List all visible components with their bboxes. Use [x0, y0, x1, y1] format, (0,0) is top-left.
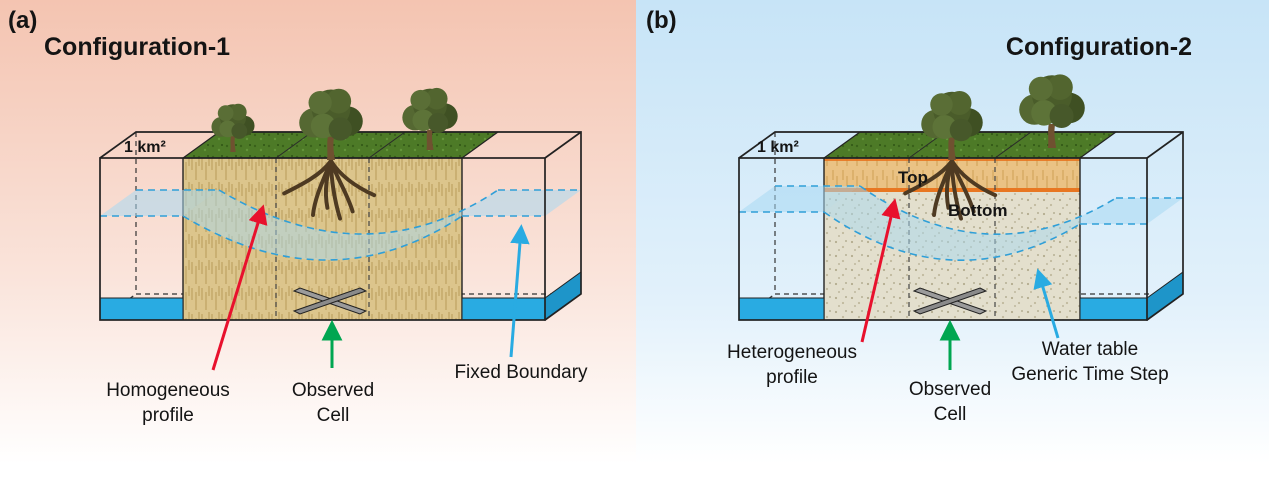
label-observed-cell-line1: Observed	[292, 380, 374, 401]
boundary-water-left	[738, 297, 825, 321]
water-plane-right	[462, 190, 581, 216]
label-heterogeneous-profile-line1: Heterogeneous	[727, 342, 857, 363]
arrow-water-table	[1033, 268, 1060, 339]
annotations-a	[211, 204, 530, 371]
boundary-water-left	[99, 297, 184, 321]
area-label-b: 1 km²	[757, 139, 799, 156]
panel-a: 1 km² Homogeneous profile Observed Cell …	[0, 0, 636, 504]
annotations-b	[860, 198, 1060, 370]
water-table-curve-front	[182, 215, 463, 261]
labels-a: Homogeneous profile Observed Cell Fixed …	[106, 362, 588, 426]
panel-b-marker: (b)	[646, 7, 677, 34]
label-observed-cell-line2: Cell	[934, 404, 967, 425]
label-observed-cell-line2: Cell	[317, 405, 350, 426]
label-homogeneous-profile-line2: profile	[142, 405, 194, 426]
panel-a-title: Configuration-1	[44, 33, 230, 61]
arrow-fixed-boundary	[509, 224, 530, 358]
water-plane-left	[100, 190, 219, 216]
layer-label-bottom: Bottom	[948, 201, 1007, 220]
label-fixed-boundary: Fixed Boundary	[454, 362, 588, 383]
panel-a-marker: (a)	[8, 7, 37, 34]
layer-label-top: Top	[898, 168, 928, 187]
water-plane-right	[1080, 198, 1183, 224]
label-water-table-line1: Water table	[1042, 339, 1138, 360]
panel-b-title: Configuration-2	[1006, 33, 1192, 61]
boundary-water-right	[1079, 297, 1148, 321]
arrow-homogeneous-profile	[211, 204, 268, 371]
area-label-a: 1 km²	[124, 139, 166, 156]
label-heterogeneous-profile-line2: profile	[766, 367, 818, 388]
label-observed-cell-line1: Observed	[909, 379, 991, 400]
water-table-band	[183, 190, 498, 260]
water-plane-right-edges	[462, 189, 581, 217]
boundary-water-right	[461, 297, 546, 321]
arrow-heterogeneous-profile	[860, 198, 901, 343]
label-water-table-line2: Generic Time Step	[1011, 364, 1168, 385]
panel-b: 1 km² Top Bottom Heterogeneous profile O…	[636, 0, 1269, 504]
water-plane-left-edges	[100, 189, 219, 217]
water-table-curve-front	[823, 211, 1081, 261]
labels-b: Heterogeneous profile Observed Cell Wate…	[727, 339, 1169, 425]
label-homogeneous-profile-line1: Homogeneous	[106, 380, 230, 401]
water-plane-left	[739, 186, 860, 212]
water-table-band	[824, 186, 1116, 261]
water-plane-left-edges	[739, 185, 860, 213]
